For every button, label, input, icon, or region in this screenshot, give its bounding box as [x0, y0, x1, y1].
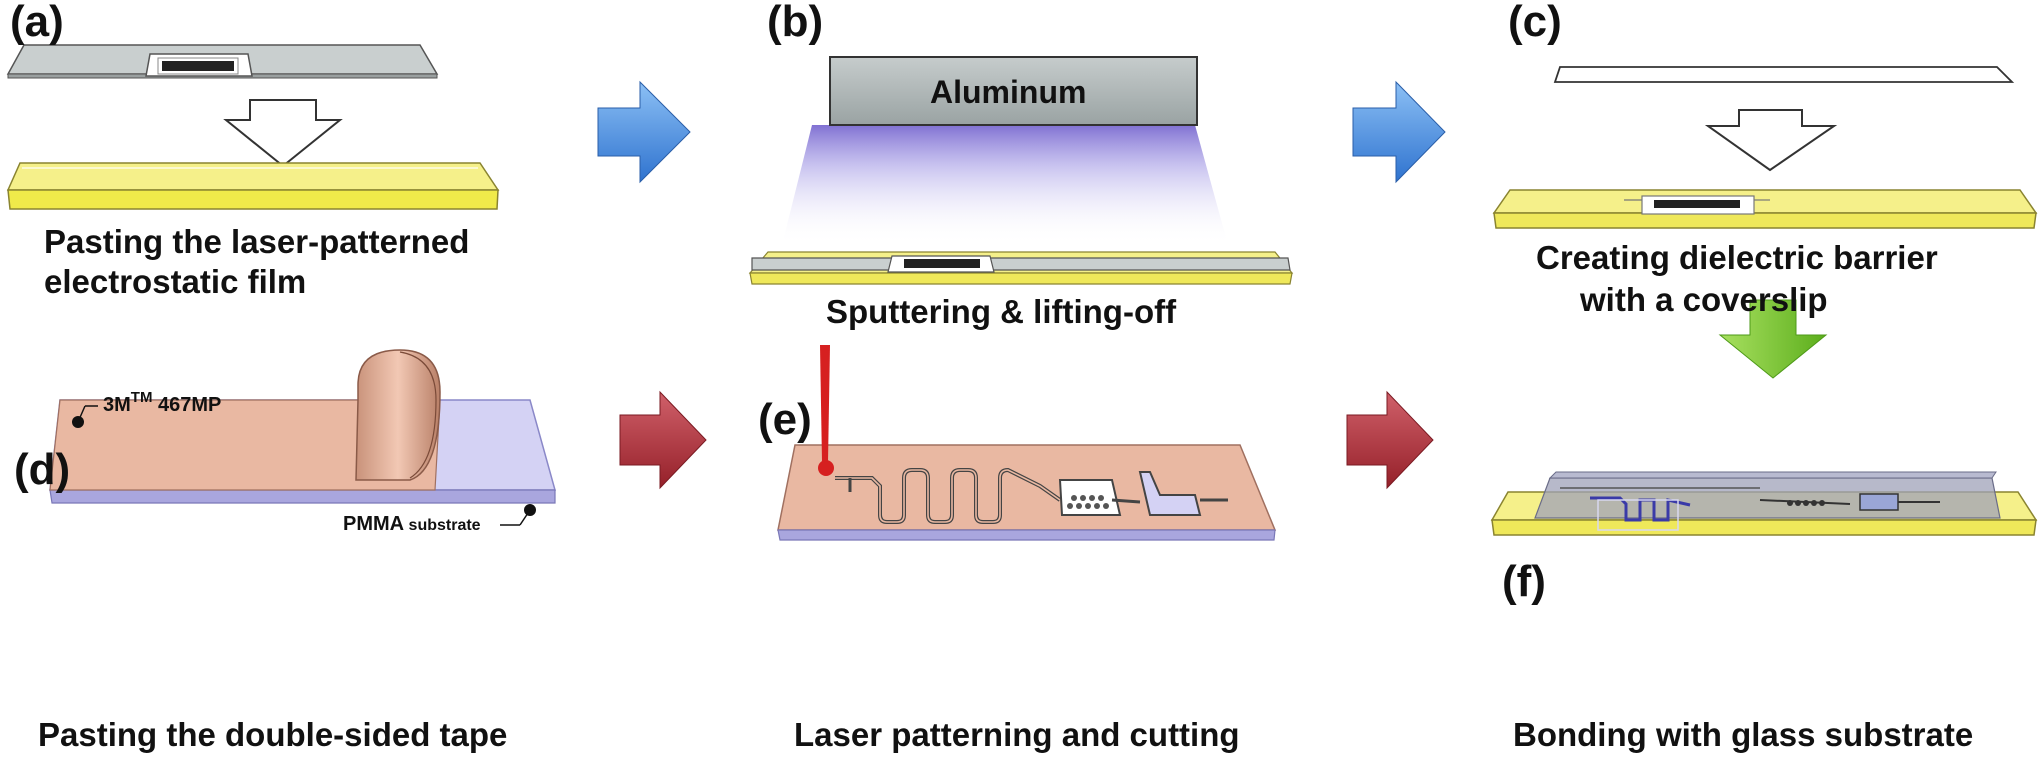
- film-on-slide-b: [748, 251, 1294, 285]
- panel-c-caption-line2: with a coverslip: [1580, 281, 1828, 318]
- coverslip: [1553, 66, 2015, 83]
- tape-label: 3MTM 467MP: [103, 389, 222, 416]
- substrate-label: PMMA substrate: [343, 513, 481, 535]
- flow-arrow-d-to-e: [619, 390, 707, 490]
- bonded-device: [1490, 471, 2038, 536]
- glass-slide-c: [1492, 189, 2038, 229]
- panel-f-letter: (f): [1502, 557, 1546, 606]
- electrostatic-film: [6, 44, 439, 79]
- panel-b-graphics: [748, 56, 1294, 285]
- panel-d-graphics: [49, 349, 556, 526]
- glass-slide-a: [6, 162, 500, 210]
- aluminum-target: [829, 56, 1198, 126]
- down-arrow-hollow-c: [1704, 109, 1838, 172]
- panel-c-caption-line1: Creating dielectric barrier: [1536, 239, 1938, 276]
- panel-d-caption: Pasting the double-sided tape: [38, 716, 508, 753]
- patterned-chip: [777, 444, 1277, 541]
- flow-arrow-e-to-f: [1346, 390, 1434, 490]
- sputter-plasma: [782, 125, 1228, 245]
- panel-e-graphics: [777, 345, 1277, 541]
- panel-a-caption-line2: electrostatic film: [44, 263, 307, 300]
- panel-b-caption: Sputtering & lifting-off: [826, 293, 1177, 330]
- flow-arrow-b-to-c: [1352, 80, 1446, 184]
- panel-a-letter: (a): [10, 0, 64, 46]
- panel-c-graphics: [1492, 66, 2038, 229]
- panel-a-graphics: [6, 44, 500, 210]
- panel-c-letter: (c): [1508, 0, 1562, 46]
- double-sided-tape: [49, 349, 441, 491]
- flow-arrow-a-to-b: [597, 80, 691, 184]
- aluminum-label: Aluminum: [930, 74, 1087, 110]
- panel-f-caption: Bonding with glass substrate: [1513, 716, 1974, 753]
- panel-e-letter: (e): [758, 395, 812, 444]
- panel-a-caption-line1: Pasting the laser-patterned: [44, 223, 470, 260]
- panel-b-letter: (b): [767, 0, 824, 46]
- laser-spot: [818, 460, 834, 476]
- panel-f-graphics: [1490, 471, 2038, 536]
- panel-e-caption: Laser patterning and cutting: [794, 716, 1240, 753]
- laser-beam: [820, 345, 830, 462]
- panel-d-letter: (d): [14, 445, 71, 494]
- flow-arrow-c-to-f: [1718, 299, 1828, 379]
- down-arrow-hollow-a: [223, 99, 343, 168]
